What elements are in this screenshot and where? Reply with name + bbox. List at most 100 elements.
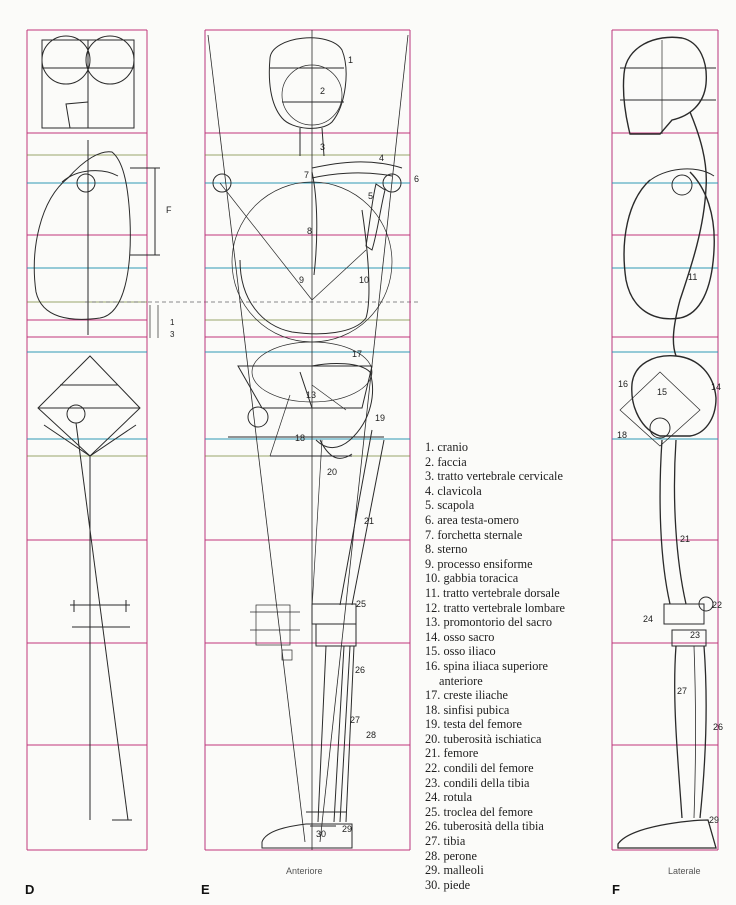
legend-text: clavicola	[437, 483, 482, 498]
legend-item: 26. tuberosità della tibia	[425, 819, 565, 834]
legend-item: 23. condili della tibia	[425, 776, 565, 791]
plate-d-letter: D	[25, 882, 35, 897]
legend-item: 21. femore	[425, 746, 565, 761]
plate-e-label-29: 29	[342, 824, 353, 834]
plate-f-label-11: 11	[688, 272, 698, 282]
plate-f-label-26: 26	[713, 722, 724, 732]
legend-item: 19. testa del femore	[425, 717, 565, 732]
legend-item: 10. gabbia toracica	[425, 571, 565, 586]
legend-number: 16.	[425, 658, 441, 673]
plate-e-label-1: 1	[348, 55, 354, 65]
legend-text: tibia	[443, 834, 466, 849]
plate-f-label-16: 16	[618, 379, 629, 389]
legend-text: anteriore	[439, 673, 483, 688]
legend-number: 15.	[425, 644, 441, 659]
plate-e-label-19: 19	[375, 413, 386, 423]
legend-item: 24. rotula	[425, 790, 565, 805]
plate-f-caption: Laterale	[668, 866, 701, 876]
legend-number: 30.	[425, 877, 441, 892]
legend-number: 14.	[425, 629, 441, 644]
plate-e-label-6: 6	[414, 174, 420, 184]
legend-text: malleoli	[443, 863, 484, 878]
legend-text: testa del femore	[443, 717, 522, 732]
legend-number: 25.	[425, 804, 441, 819]
legend-item: 4. clavicola	[425, 484, 565, 499]
plate-e-label-9: 9	[299, 275, 305, 285]
legend-text: femore	[443, 746, 479, 761]
plate-e-label-8: 8	[307, 226, 313, 236]
plate-f-label-24: 24	[643, 614, 654, 624]
legend-number: 27.	[425, 834, 441, 849]
legend-item: 29. malleoli	[425, 863, 565, 878]
legend-item: 18. sinfisi pubica	[425, 703, 565, 718]
plate-e-label-10: 10	[359, 275, 370, 285]
legend-number: 4.	[425, 483, 435, 498]
plate-f-label-21: 21	[680, 534, 691, 544]
plate-e-label-30: 30	[316, 829, 327, 839]
legend-text: tratto vertebrale dorsale	[443, 585, 560, 600]
legend-item: 1. cranio	[425, 440, 565, 455]
legend-number: 23.	[425, 775, 441, 790]
plate-d-fraction-top: 1	[170, 318, 175, 327]
plate-e-label-17: 17	[352, 349, 363, 359]
plate-e-caption: Anteriore	[286, 866, 323, 876]
legend-text: promontorio del sacro	[443, 615, 553, 630]
legend-text: osso sacro	[443, 629, 495, 644]
plate-f-label-15: 15	[657, 387, 668, 397]
legend-item: 6. area testa-omero	[425, 513, 565, 528]
plate-e-label-26: 26	[355, 665, 366, 675]
legend-number: 10.	[425, 571, 441, 586]
legend-number: 24.	[425, 790, 441, 805]
plate-d-fraction-bottom: 3	[170, 330, 175, 339]
anatomy-legend: 1. cranio 2. faccia 3. tratto vertebrale…	[425, 440, 565, 892]
legend-number: 26.	[425, 819, 441, 834]
legend-number: 13.	[425, 615, 441, 630]
legend-text: condili della tibia	[443, 775, 530, 790]
plate-e-label-5: 5	[368, 191, 374, 201]
plate-d-drawing	[26, 29, 420, 851]
legend-text: osso iliaco	[443, 644, 496, 659]
plate-e-letter: E	[201, 882, 210, 897]
legend-item: 14. osso sacro	[425, 630, 565, 645]
legend-number: 7.	[425, 527, 435, 542]
legend-item: 3. tratto vertebrale cervicale	[425, 469, 565, 484]
plate-e-label-3: 3	[320, 142, 326, 152]
plate-f-label-22: 22	[712, 600, 723, 610]
legend-number: 8.	[425, 542, 435, 557]
legend-number: 6.	[425, 512, 435, 527]
plate-e-label-7: 7	[304, 170, 310, 180]
plate-f-letter: F	[612, 882, 620, 897]
plate-e-label-28: 28	[366, 730, 377, 740]
plate-e-label-18: 18	[295, 433, 306, 443]
legend-number: 19.	[425, 717, 441, 732]
legend-text: troclea del femore	[443, 804, 533, 819]
legend-number: 1.	[425, 440, 435, 454]
plate-f-label-18: 18	[617, 430, 628, 440]
legend-number: 21.	[425, 746, 441, 761]
legend-text: scapola	[437, 498, 475, 513]
plate-e-label-25: 25	[356, 599, 367, 609]
legend-text: tuberosità della tibia	[443, 819, 544, 834]
legend-number: 17.	[425, 688, 441, 703]
legend-text: tratto vertebrale cervicale	[437, 469, 563, 484]
legend-text: processo ensiforme	[437, 556, 533, 571]
legend-item: 13. promontorio del sacro	[425, 615, 565, 630]
legend-text: perone	[443, 848, 477, 863]
legend-item: 17. creste iliache	[425, 688, 565, 703]
legend-number: 11.	[425, 585, 440, 600]
legend-item: 30. piede	[425, 878, 565, 893]
legend-number: 12.	[425, 600, 441, 615]
plate-f-label-29: 29	[709, 815, 720, 825]
plate-e-label-21: 21	[364, 516, 375, 526]
legend-text: piede	[443, 877, 471, 892]
legend-item: 25. troclea del femore	[425, 805, 565, 820]
legend-item: 2. faccia	[425, 455, 565, 470]
legend-item: 9. processo ensiforme	[425, 557, 565, 572]
legend-number: 3.	[425, 469, 435, 484]
legend-text: creste iliache	[443, 688, 508, 703]
legend-item: 5. scapola	[425, 498, 565, 513]
legend-item: 15. osso iliaco	[425, 644, 565, 659]
legend-number: 18.	[425, 702, 441, 717]
legend-text: spina iliaca superiore	[443, 658, 548, 673]
